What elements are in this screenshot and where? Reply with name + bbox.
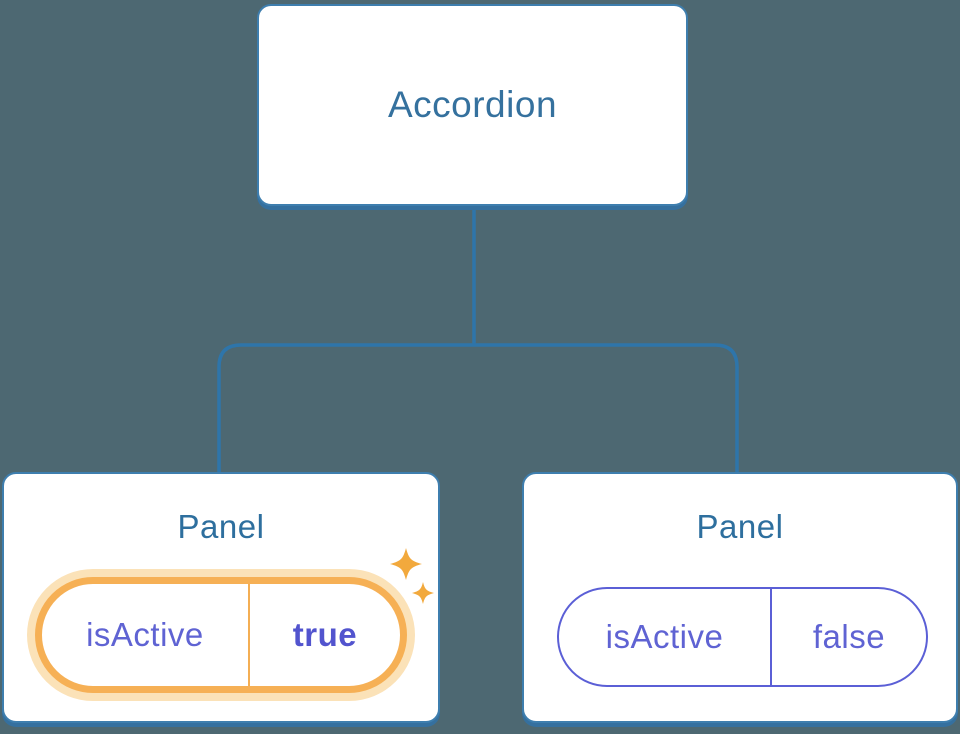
panel-node-title: Panel [177, 508, 265, 545]
state-value-label: false [812, 618, 886, 655]
connector-branch [217, 343, 739, 473]
panel-node-title: Panel [696, 508, 784, 545]
panel-node-active: Panel isActive true [2, 472, 440, 723]
state-pill-active: isActive true [35, 577, 407, 693]
panel-node-inactive: Panel isActive false [522, 472, 958, 723]
state-key-label: isActive [42, 584, 250, 686]
state-key-label: isActive [559, 589, 773, 685]
accordion-node-label: Accordion [387, 84, 558, 125]
accordion-node: Accordion [257, 4, 688, 206]
state-pill-inactive: isActive false [557, 587, 928, 687]
state-value-label: true [292, 616, 358, 653]
